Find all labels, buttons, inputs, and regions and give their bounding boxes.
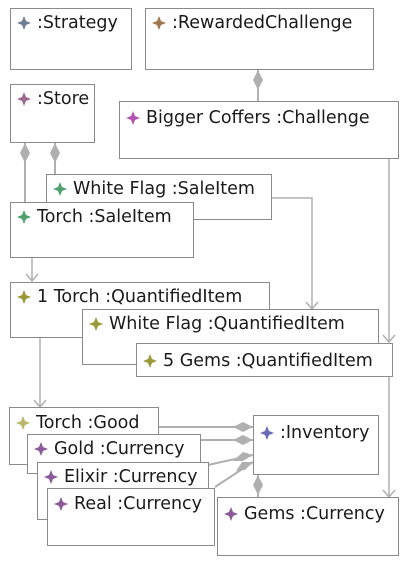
composition-diamond [50, 143, 60, 163]
connector-whiteflag-saleitem-quantified [270, 197, 313, 309]
quantified-item-diamond-icon [17, 290, 31, 304]
node-label: Real :Currency [74, 494, 203, 514]
arrow-head [25, 273, 39, 283]
node-label: Gold :Currency [54, 439, 185, 459]
node-torch-saleitem[interactable]: Torch :SaleItem [10, 202, 194, 258]
sale-item-diamond-icon [53, 182, 67, 196]
node-label: White Flag :SaleItem [73, 179, 255, 199]
quantified-item-diamond-icon [143, 354, 157, 368]
node-gems-currency[interactable]: Gems :Currency [217, 497, 399, 556]
composition-diamond [233, 422, 253, 432]
sale-item-diamond-icon [17, 210, 31, 224]
composition-diamond [233, 435, 253, 445]
node-real-currency[interactable]: Real :Currency [47, 488, 215, 546]
node-store[interactable]: :Store [10, 84, 95, 143]
arrow-head [382, 334, 396, 344]
node-label: Bigger Coffers :Challenge [146, 108, 370, 128]
node-label: Torch :Good [36, 413, 140, 433]
currency-diamond-icon [34, 442, 48, 456]
store-diamond-icon [17, 92, 31, 106]
node-label: 1 Torch :QuantifiedItem [37, 287, 243, 307]
currency-diamond-icon [44, 470, 58, 484]
strategy-diamond-icon [17, 16, 31, 30]
composition-diamond [20, 143, 30, 163]
node-label: Elixir :Currency [64, 467, 198, 487]
currency-diamond-icon [224, 507, 238, 521]
node-label: :Strategy [37, 13, 118, 33]
quantified-item-diamond-icon [89, 317, 103, 331]
node-label: :Store [37, 89, 90, 109]
node-strategy[interactable]: :Strategy [10, 8, 132, 70]
node-label: :Inventory [280, 423, 370, 443]
node-label: :RewardedChallenge [172, 13, 353, 33]
node-rewarded-challenge[interactable]: :RewardedChallenge [145, 8, 374, 70]
node-bigger-coffers-challenge[interactable]: Bigger Coffers :Challenge [119, 101, 399, 159]
inventory-diamond-icon [260, 426, 274, 440]
node-label: Torch :SaleItem [37, 207, 172, 227]
node-label: Gems :Currency [244, 504, 385, 524]
challenge-diamond-icon [126, 111, 140, 125]
composition-diamond [233, 452, 253, 461]
composition-diamond [253, 475, 263, 495]
composition-diamond [236, 462, 253, 471]
node-label: 5 Gems :QuantifiedItem [163, 351, 373, 371]
good-diamond-icon [16, 416, 30, 430]
rewarded-challenge-diamond-icon [152, 16, 166, 30]
node-five-gems-quantifieditem[interactable]: 5 Gems :QuantifiedItem [136, 343, 393, 377]
composition-diamond [253, 70, 263, 90]
currency-diamond-icon [54, 497, 68, 511]
node-inventory[interactable]: :Inventory [253, 415, 379, 475]
node-label: White Flag :QuantifiedItem [109, 314, 345, 334]
